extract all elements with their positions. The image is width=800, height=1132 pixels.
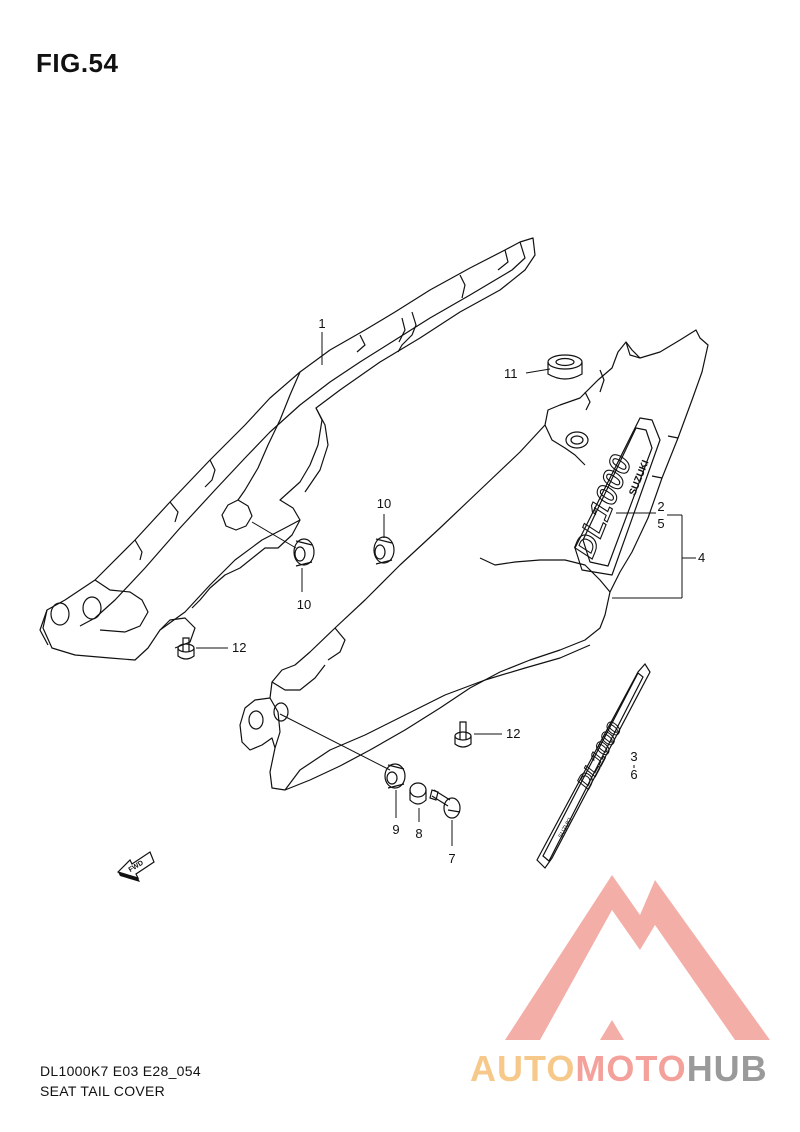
decal-strip-text: DL1000 SUZUKI (558, 719, 627, 840)
watermark-logo-icon (505, 875, 770, 1040)
collar-8-icon (409, 782, 427, 805)
right-tail-cover (239, 329, 709, 791)
callout-3: 3 (630, 749, 637, 764)
callout-11: 11 (504, 366, 518, 381)
callout-12-left: 12 (232, 640, 246, 655)
watermark-moto: MOTO (575, 1048, 687, 1089)
bolt-12-right-icon (454, 721, 472, 748)
watermark-auto: AUTO (470, 1048, 576, 1089)
callouts: 1 11 10 10 12 12 2 5 4 3 6 9 8 7 (232, 316, 705, 866)
cover-decal-logo: DL1000 (568, 450, 639, 562)
fwd-arrow-icon: FWD (116, 851, 155, 882)
grommet-10-left-icon (293, 538, 315, 567)
diagram-name: SEAT TAIL COVER (40, 1083, 166, 1099)
decal-strip-logo: DL1000 (573, 719, 626, 792)
callout-5: 5 (657, 516, 664, 531)
callout-8: 8 (415, 826, 422, 841)
callout-9: 9 (392, 822, 399, 837)
callout-4: 4 (698, 550, 705, 565)
grommet-9-icon (384, 763, 406, 789)
diagram-code: DL1000K7 E03 E28_054 (40, 1063, 201, 1079)
watermark-hub: HUB (686, 1048, 768, 1089)
grommet-10-center-icon (373, 536, 395, 565)
screw-7-icon (429, 789, 461, 819)
callout-12-right: 12 (506, 726, 520, 741)
callout-7: 7 (448, 851, 455, 866)
cover-decal-frame (574, 417, 661, 576)
grommet-11-icon (547, 354, 583, 380)
callout-6: 6 (630, 767, 637, 782)
leader-lines (196, 332, 696, 846)
callout-10-left: 10 (297, 597, 311, 612)
callout-10-center: 10 (377, 496, 391, 511)
decal-strip-sub: SUZUKI (558, 817, 574, 840)
callout-2: 2 (657, 499, 664, 514)
cover-decal-text: DL1000 SUZUKI (567, 450, 651, 563)
watermark-text: AUTOMOTOHUB (470, 1048, 768, 1090)
decal-strip (536, 662, 651, 869)
callout-1: 1 (318, 316, 325, 331)
bolt-12-left-icon (177, 637, 195, 660)
left-tail-cover (39, 237, 536, 661)
figure-title: FIG.54 (36, 48, 119, 78)
